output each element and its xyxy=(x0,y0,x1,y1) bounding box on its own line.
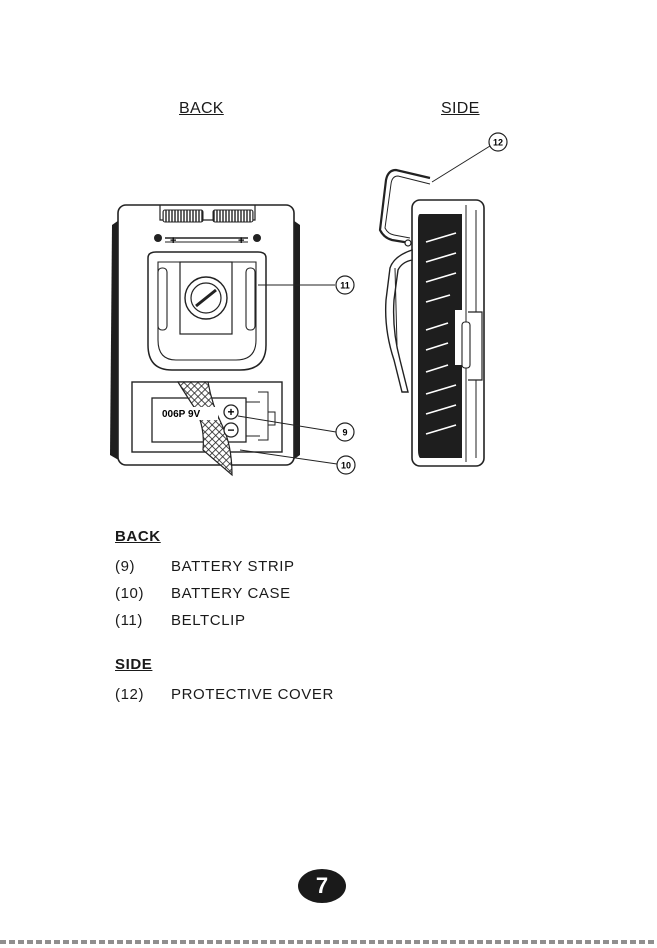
legend-item-number: (10) xyxy=(115,580,171,607)
legend-item-text: BELTCLIP xyxy=(171,607,246,634)
page-number: 7 xyxy=(298,869,346,903)
plus-symbol: + xyxy=(227,405,234,419)
svg-text:+: + xyxy=(170,235,176,247)
meter-illustration: + + + − 006P 9V xyxy=(0,0,657,500)
back-view: + + + − 006P 9V xyxy=(110,205,300,475)
legend-item-10: (10) BATTERY CASE xyxy=(115,580,535,607)
legend-item-number: (9) xyxy=(115,553,171,580)
belt-clip-side xyxy=(386,250,412,392)
battery-label: 006P 9V xyxy=(162,409,201,420)
legend-item-text: BATTERY CASE xyxy=(171,580,291,607)
callout-11: 11 xyxy=(336,276,354,294)
side-view xyxy=(380,170,484,466)
minus-symbol: − xyxy=(227,423,234,437)
legend-item-number: (11) xyxy=(115,607,171,634)
legend-item-11: (11) BELTCLIP xyxy=(115,607,535,634)
svg-text:10: 10 xyxy=(341,461,351,471)
legend-back-heading: BACK xyxy=(115,527,535,547)
svg-text:+: + xyxy=(238,235,244,247)
callout-10: 10 xyxy=(337,456,355,474)
legend-back: BACK (9) BATTERY STRIP (10) BATTERY CASE… xyxy=(115,527,535,634)
svg-text:11: 11 xyxy=(340,281,350,291)
legend-side-heading: SIDE xyxy=(115,655,535,675)
legend-item-12: (12) PROTECTIVE COVER xyxy=(115,681,535,708)
callout-9: 9 xyxy=(336,423,354,441)
svg-text:9: 9 xyxy=(342,428,347,438)
legend-item-number: (12) xyxy=(115,681,171,708)
legend-item-text: PROTECTIVE COVER xyxy=(171,681,334,708)
callout-12: 12 xyxy=(489,133,507,151)
top-knob-right xyxy=(213,210,253,222)
top-knob-left xyxy=(163,210,203,222)
legend-side: SIDE (12) PROTECTIVE COVER xyxy=(115,655,535,708)
svg-text:12: 12 xyxy=(493,138,503,148)
legend-item-9: (9) BATTERY STRIP xyxy=(115,553,535,580)
bottom-rule xyxy=(0,940,657,944)
legend-item-text: BATTERY STRIP xyxy=(171,553,295,580)
